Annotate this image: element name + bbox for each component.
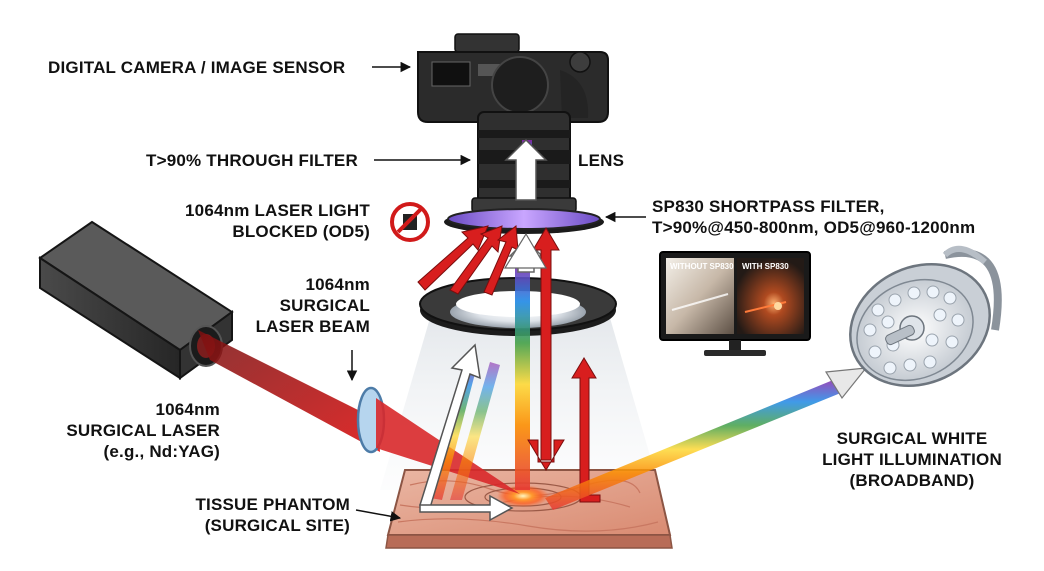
label-phantom-line1: TISSUE PHANTOM xyxy=(195,495,350,514)
label-laser-line3: (e.g., Nd:YAG) xyxy=(103,442,220,461)
label-through-filter: T>90% THROUGH FILTER xyxy=(146,151,358,170)
label-blocked-line2: BLOCKED (OD5) xyxy=(232,222,370,241)
monitor-right-label: WITH SP830 xyxy=(742,262,789,271)
label-camera: DIGITAL CAMERA / IMAGE SENSOR xyxy=(48,58,346,77)
label-lens: LENS xyxy=(578,151,625,170)
label-laser-line1: 1064nm xyxy=(155,400,220,419)
comparison-monitor xyxy=(659,251,811,356)
label-light-line3: (BROADBAND) xyxy=(849,471,975,490)
label-laser-line2: SURGICAL LASER xyxy=(66,421,220,440)
surgical-laser-device xyxy=(38,220,234,380)
label-laser: 1064nm SURGICAL LASER (e.g., Nd:YAG) xyxy=(40,399,220,462)
label-beam-line2: SURGICAL xyxy=(279,296,370,315)
label-light-line2: LIGHT ILLUMINATION xyxy=(822,450,1002,469)
rainbow-beam-center xyxy=(515,260,530,490)
surgical-lamp xyxy=(849,245,1002,387)
label-beam: 1064nm SURGICAL LASER BEAM xyxy=(250,274,370,337)
white-arrow-center xyxy=(504,138,548,201)
label-blocked: 1064nm LASER LIGHT BLOCKED (OD5) xyxy=(170,200,370,242)
label-sp830: SP830 SHORTPASS FILTER, T>90%@450-800nm,… xyxy=(652,196,975,238)
label-beam-line1: 1064nm xyxy=(305,275,370,294)
label-beam-line3: LASER BEAM xyxy=(255,317,370,336)
label-white-light: SURGICAL WHITE LIGHT ILLUMINATION (BROAD… xyxy=(808,428,1016,491)
pointer-phantom xyxy=(355,509,402,522)
label-sp830-line1: SP830 SHORTPASS FILTER, xyxy=(652,197,885,216)
label-blocked-line1: 1064nm LASER LIGHT xyxy=(185,201,370,220)
label-light-line1: SURGICAL WHITE xyxy=(836,429,988,448)
rainbow-reflect-left-2 xyxy=(450,362,500,500)
white-arrow-bottom xyxy=(419,494,514,522)
label-phantom-line2: (SURGICAL SITE) xyxy=(204,516,350,535)
label-sp830-line2: T>90%@450-800nm, OD5@960-1200nm xyxy=(652,218,976,237)
white-arrow-left xyxy=(419,343,481,509)
monitor-left-label: WITHOUT SP830 xyxy=(670,262,734,271)
label-phantom: TISSUE PHANTOM (SURGICAL SITE) xyxy=(160,494,350,536)
laser-beam xyxy=(198,330,380,452)
white-light-beam xyxy=(545,378,848,510)
camera-body xyxy=(417,33,609,123)
laser-reflection-arrows xyxy=(417,225,601,503)
no-laser-icon xyxy=(390,202,430,242)
